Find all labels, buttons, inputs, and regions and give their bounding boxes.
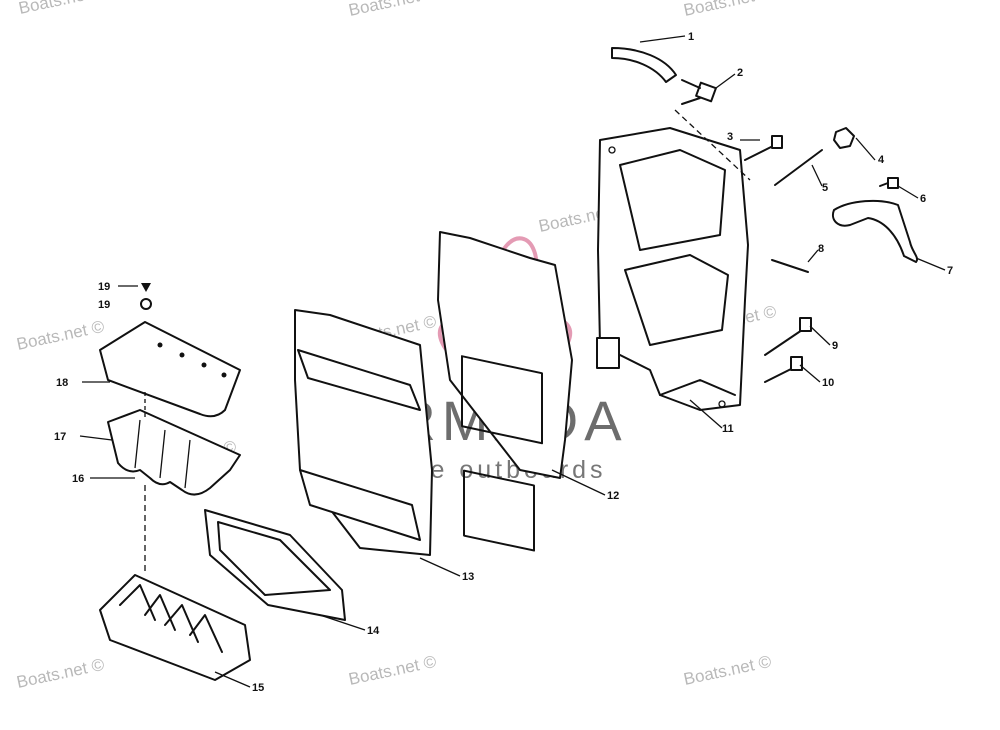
callout-17: 17 [54,431,66,443]
callout-2: 2 [737,67,743,79]
bolt-part [764,356,803,383]
screw-washer-part [140,283,152,310]
callout-10: 10 [822,377,834,389]
callout-1: 1 [688,31,694,43]
watermark: Boats.net © [15,655,107,692]
watermark: Boats.net © [347,0,439,20]
reed-plate-gasket [204,509,346,621]
leader-lines [79,35,946,688]
bolt-part [764,317,812,356]
bolt-part [744,135,783,161]
watermark: Boats.net © [17,0,109,18]
reed-block-part [294,309,433,556]
intake-manifold-housing [596,127,749,411]
callout-19-washer: 19 [98,299,110,311]
callout-6: 6 [920,193,926,205]
callout-14: 14 [367,625,380,637]
nut-part [833,127,855,149]
reed-cage-part [99,574,251,681]
callout-4: 4 [878,154,885,166]
reed-petals-part [107,409,241,496]
callout-12: 12 [607,490,619,502]
stud-part [774,149,823,186]
callout-5: 5 [822,182,828,194]
callout-15: 15 [252,682,264,694]
hose-part [611,47,677,83]
watermark: Boats.net © [15,317,107,354]
callout-9: 9 [832,340,838,352]
callout-8: 8 [818,243,824,255]
callout-16: 16 [72,473,84,485]
reed-stop-plate [99,321,241,418]
callout-11: 11 [722,423,734,435]
clamp-part [832,199,919,263]
screw-part [879,177,899,189]
callout-7: 7 [947,265,953,277]
callout-18: 18 [56,377,68,389]
watermark: Boats.net © [682,0,774,20]
callout-19: 19 [98,281,110,293]
callout-13: 13 [462,571,474,583]
callout-3: 3 [727,131,733,143]
gasket-part [437,231,573,552]
watermark: Boats.net © [682,652,774,689]
watermark: Boats.net © [347,652,439,689]
stud-part [771,259,809,273]
callout-labels: 1 2 3 4 5 6 7 8 9 10 11 12 13 14 15 16 1… [54,31,953,694]
fitting-part [681,79,717,105]
